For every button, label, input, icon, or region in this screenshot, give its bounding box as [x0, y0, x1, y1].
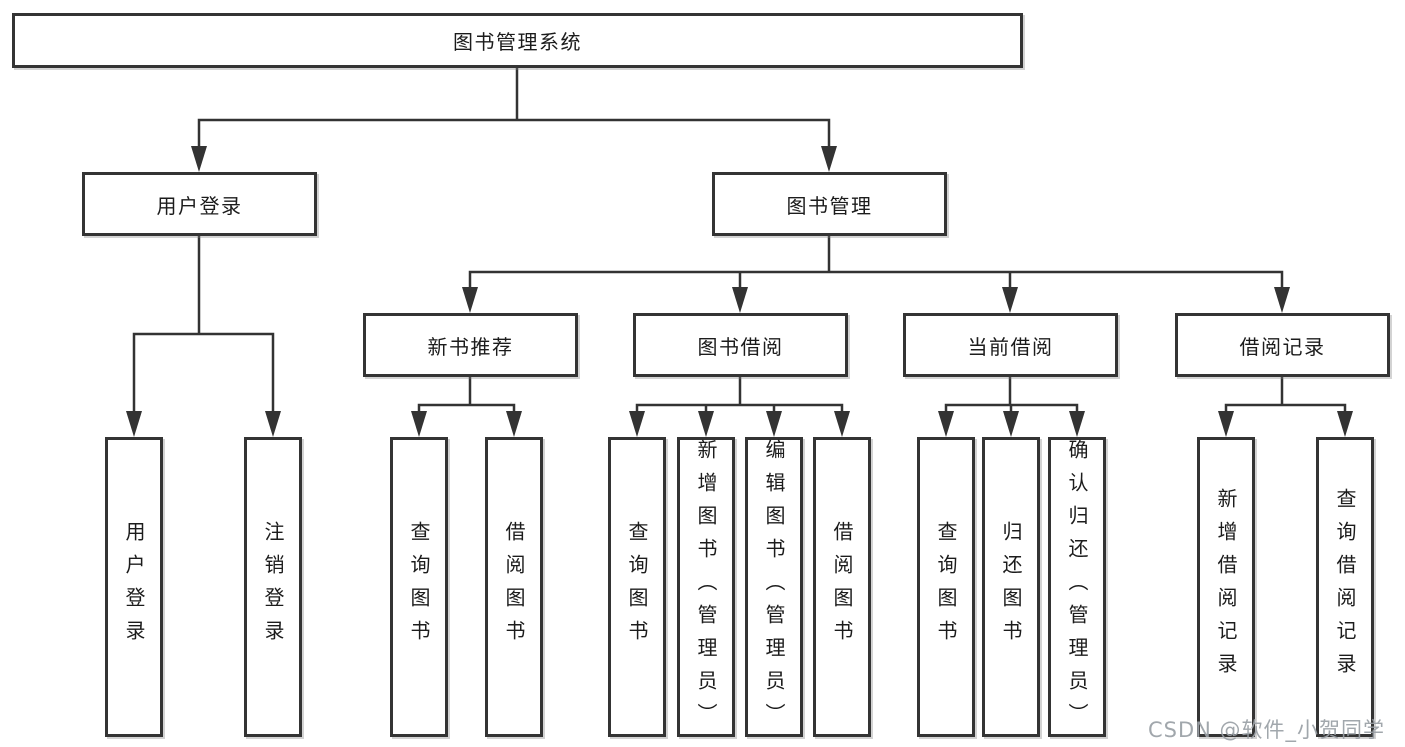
node-label: 图书管理 — [786, 193, 873, 218]
leaf-borrow-add-books-admin: 新增图书（管理员） — [677, 437, 735, 737]
node-borrowing-records: 借阅记录 — [1175, 313, 1390, 377]
arrowhead — [1274, 287, 1290, 313]
arrowhead — [411, 411, 427, 437]
leaf-label: 借阅图书 — [830, 521, 854, 653]
arrowhead — [191, 146, 207, 172]
node-label: 借阅记录 — [1239, 334, 1326, 359]
arrowhead — [1337, 411, 1353, 437]
leaf-borrow-query-books: 查询图书 — [608, 437, 666, 737]
arrowhead — [1218, 411, 1234, 437]
arrowhead — [126, 411, 142, 437]
node-label: 图书管理系统 — [453, 30, 582, 54]
arrowheads — [126, 146, 1353, 437]
arrowhead — [834, 411, 850, 437]
arrowhead — [1002, 287, 1018, 313]
leaf-user-login: 用户登录 — [105, 437, 163, 737]
leaf-label: 新增图书（管理员） — [694, 438, 718, 736]
leaf-borrow-edit-books-admin: 编辑图书（管理员） — [745, 437, 803, 737]
node-label: 图书借阅 — [697, 334, 784, 359]
leaf-borrow-borrow-books: 借阅图书 — [813, 437, 871, 737]
node-library-management-system: 图书管理系统 — [12, 13, 1023, 68]
arrowhead — [629, 411, 645, 437]
leaf-label: 借阅图书 — [502, 521, 526, 653]
node-user-login: 用户登录 — [82, 172, 317, 236]
leaf-label: 确认归还（管理员） — [1065, 438, 1089, 736]
leaf-recommend-query-books: 查询图书 — [390, 437, 448, 737]
leaf-label: 归还图书 — [999, 521, 1023, 653]
leaf-label: 新增借阅记录 — [1214, 488, 1238, 686]
connector-segments — [132, 66, 1347, 414]
arrowhead — [265, 411, 281, 437]
node-label: 新书推荐 — [427, 334, 514, 359]
leaf-label: 注销登录 — [261, 521, 285, 653]
leaf-records-query-record: 查询借阅记录 — [1316, 437, 1374, 737]
node-label: 用户登录 — [156, 193, 243, 218]
node-book-management: 图书管理 — [712, 172, 947, 236]
node-new-book-recommend: 新书推荐 — [363, 313, 578, 377]
leaf-label: 查询图书 — [407, 521, 431, 653]
arrowhead — [821, 146, 837, 172]
watermark: CSDN @软件_小贺同学 — [1148, 718, 1386, 742]
node-current-borrowing: 当前借阅 — [903, 313, 1118, 377]
leaf-label: 查询借阅记录 — [1333, 488, 1357, 686]
arrowhead — [1069, 411, 1085, 437]
leaf-label: 查询图书 — [625, 521, 649, 653]
leaf-label: 用户登录 — [122, 521, 146, 653]
leaf-label: 查询图书 — [934, 521, 958, 653]
arrowhead — [462, 287, 478, 313]
arrowhead — [766, 411, 782, 437]
arrowhead — [732, 287, 748, 313]
node-label: 当前借阅 — [967, 334, 1054, 359]
arrowhead — [506, 411, 522, 437]
leaf-logout: 注销登录 — [244, 437, 302, 737]
leaf-current-query-books: 查询图书 — [917, 437, 975, 737]
leaf-current-confirm-return-admin: 确认归还（管理员） — [1048, 437, 1106, 737]
leaf-recommend-borrow-books: 借阅图书 — [485, 437, 543, 737]
leaf-current-return-books: 归还图书 — [982, 437, 1040, 737]
leaf-records-add-record: 新增借阅记录 — [1197, 437, 1255, 737]
node-book-borrowing: 图书借阅 — [633, 313, 848, 377]
arrowhead — [698, 411, 714, 437]
leaf-label: 编辑图书（管理员） — [762, 438, 786, 736]
arrowhead — [1003, 411, 1019, 437]
arrowhead — [938, 411, 954, 437]
